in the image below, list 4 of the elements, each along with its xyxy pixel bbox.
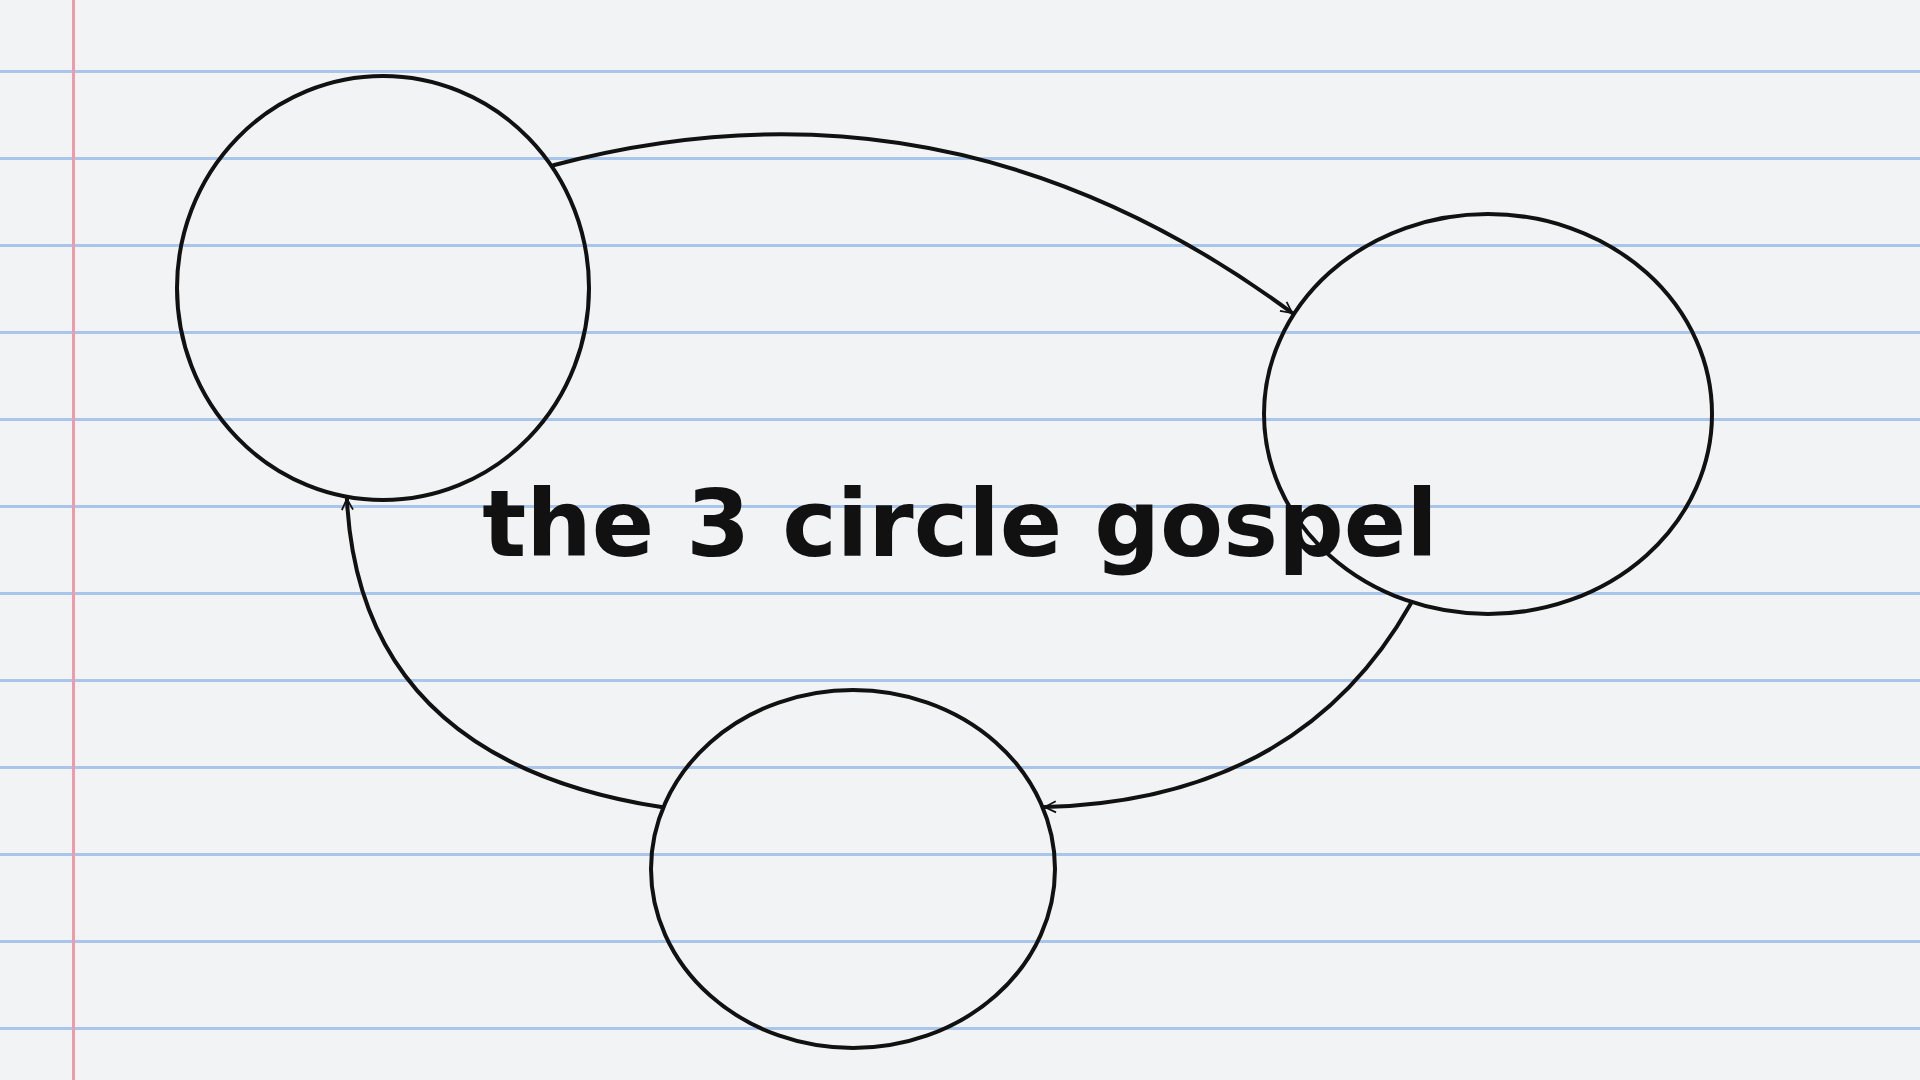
arrow bbox=[341, 496, 664, 810]
arrow bbox=[551, 132, 1295, 315]
circle bbox=[649, 688, 1057, 1050]
arrow bbox=[1042, 601, 1413, 813]
